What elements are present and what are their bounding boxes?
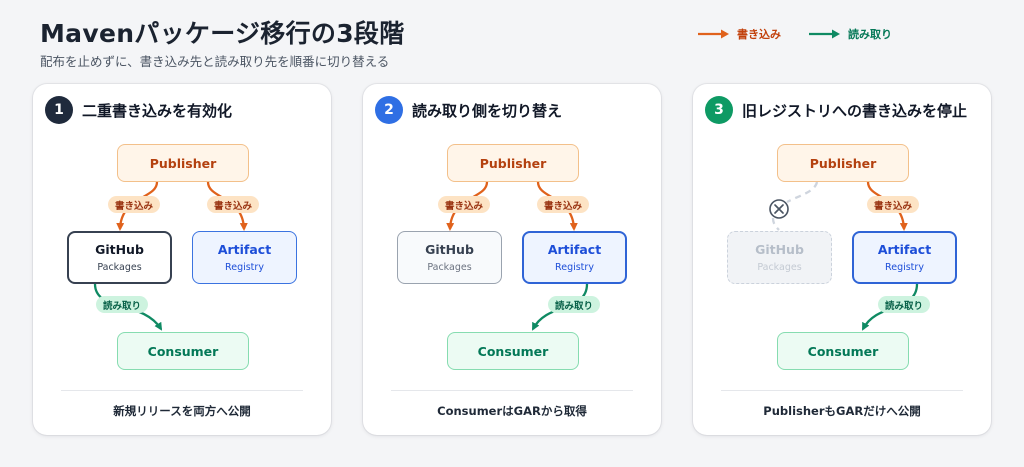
- publisher-label: Publisher: [809, 155, 877, 171]
- consumer-label: Consumer: [477, 343, 549, 359]
- write-chip-right: 書き込み: [207, 196, 259, 213]
- write-chip-left: 書き込み: [108, 196, 160, 213]
- github-label: GitHub: [95, 242, 144, 257]
- legend-read: 読み取り: [808, 27, 892, 41]
- artifact-sublabel: Registry: [555, 262, 594, 273]
- legend-read-label: 読み取り: [848, 28, 892, 41]
- write-chip-right: 書き込み: [537, 196, 589, 213]
- step-footer: ConsumerはGARから取得: [437, 404, 587, 418]
- publisher-node: Publisher: [117, 144, 249, 182]
- github-packages-node: GitHub Packages: [67, 231, 172, 284]
- page-subtitle: 配布を止めずに、書き込み先と読み取り先を順番に切り替える: [40, 54, 390, 69]
- step-card-3: 3 旧レジストリへの書き込みを停止 Publisher 書き込み GitHub …: [693, 84, 991, 435]
- github-sublabel: Packages: [97, 262, 142, 273]
- artifact-label: Artifact: [877, 242, 932, 257]
- card-divider: [61, 390, 303, 391]
- step-title: 読み取り側を切り替え: [412, 101, 563, 120]
- github-packages-node: GitHub Packages: [397, 231, 502, 284]
- legend-write: 書き込み: [697, 27, 781, 41]
- card-divider: [721, 390, 963, 391]
- step-header: 3 旧レジストリへの書き込みを停止: [705, 96, 967, 124]
- consumer-label: Consumer: [147, 343, 219, 359]
- github-sublabel: Packages: [427, 262, 472, 273]
- github-label: GitHub: [755, 242, 804, 257]
- step-number-badge: 2: [375, 96, 403, 124]
- step-number-badge: 3: [705, 96, 733, 124]
- disabled-write-path: [771, 181, 819, 231]
- step-card-1: 1 二重書き込みを有効化 Publisher 書き込み 書き込み GitHub …: [33, 84, 331, 435]
- step-card-2: 2 読み取り側を切り替え Publisher 書き込み 書き込み GitHub …: [363, 84, 661, 435]
- step-header: 2 読み取り側を切り替え: [375, 96, 562, 124]
- consumer-node: Consumer: [117, 332, 249, 370]
- consumer-label: Consumer: [807, 343, 879, 359]
- read-chip: 読み取り: [96, 296, 148, 313]
- publisher-label: Publisher: [479, 155, 547, 171]
- github-label: GitHub: [425, 242, 474, 257]
- publisher-label: Publisher: [149, 155, 217, 171]
- step-title: 二重書き込みを有効化: [82, 101, 233, 120]
- github-packages-node: GitHub Packages: [727, 231, 832, 284]
- read-arrow-icon: [809, 29, 840, 39]
- step-title: 旧レジストリへの書き込みを停止: [742, 101, 968, 120]
- step-footer: 新規リリースを両方へ公開: [113, 404, 251, 418]
- artifact-registry-node: Artifact Registry: [852, 231, 957, 284]
- step-header: 1 二重書き込みを有効化: [45, 96, 232, 124]
- publisher-node: Publisher: [777, 144, 909, 182]
- artifact-sublabel: Registry: [225, 262, 264, 273]
- write-chip-right: 書き込み: [867, 196, 919, 213]
- github-sublabel: Packages: [757, 262, 802, 273]
- step-footer: PublisherもGARだけへ公開: [763, 404, 921, 418]
- artifact-sublabel: Registry: [885, 262, 924, 273]
- artifact-registry-node: Artifact Registry: [192, 231, 297, 284]
- consumer-node: Consumer: [777, 332, 909, 370]
- artifact-label: Artifact: [547, 242, 602, 257]
- write-chip-left: 書き込み: [438, 196, 490, 213]
- consumer-node: Consumer: [447, 332, 579, 370]
- page-title: Mavenパッケージ移行の3段階: [40, 19, 405, 48]
- blocked-icon: [769, 199, 789, 219]
- read-chip: 読み取り: [548, 296, 600, 313]
- publisher-node: Publisher: [447, 144, 579, 182]
- legend-write-label: 書き込み: [737, 28, 781, 41]
- read-chip: 読み取り: [878, 296, 930, 313]
- write-arrow-icon: [698, 29, 729, 39]
- artifact-label: Artifact: [217, 242, 272, 257]
- step-number-badge: 1: [45, 96, 73, 124]
- card-divider: [391, 390, 633, 391]
- artifact-registry-node: Artifact Registry: [522, 231, 627, 284]
